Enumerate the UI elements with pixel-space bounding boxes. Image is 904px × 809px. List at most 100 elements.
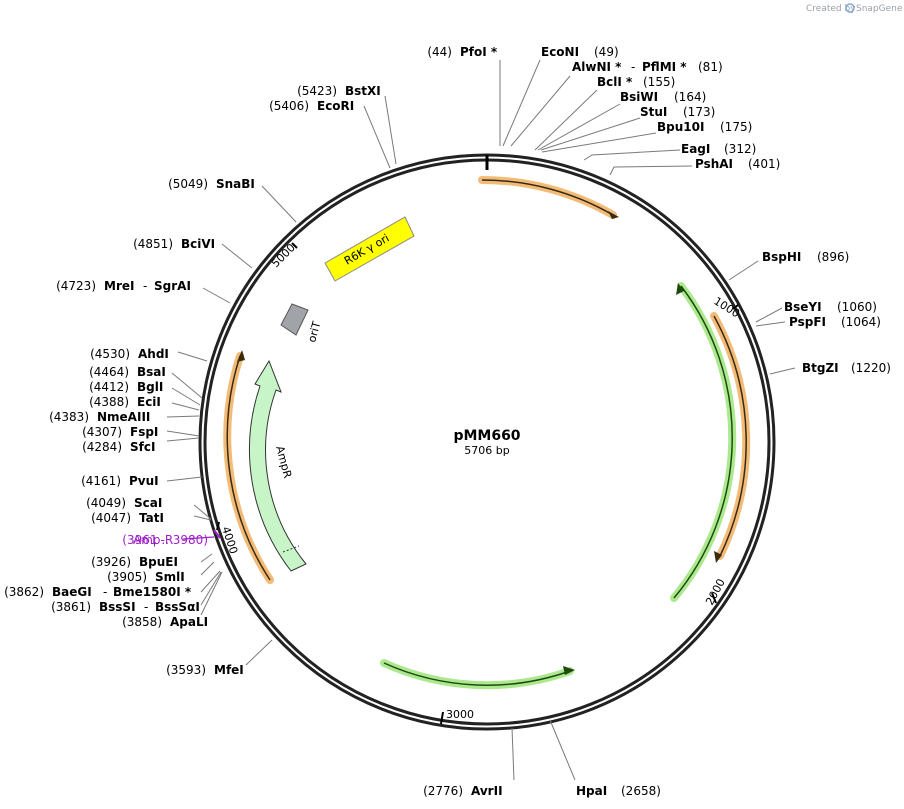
site-mrei-sep: -: [143, 279, 147, 293]
plasmid-length: 5706 bp: [464, 444, 509, 457]
site-alwni-sep: -: [631, 60, 635, 74]
site-bcli-pos: (155): [643, 75, 675, 89]
site-bpu10i-name: Bpu10I: [657, 120, 704, 134]
site-sgrai-name: SgrAI: [154, 279, 191, 293]
site-bgli-pos: (4412): [89, 380, 129, 394]
site-bsiwi-name: BsiWI: [620, 90, 658, 104]
site-mfei-pos: (3593): [166, 663, 206, 677]
credit-brand: SnapGene: [856, 4, 903, 14]
primer-name: Amp-R: [133, 533, 173, 547]
site-snabi-name: SnaBI: [216, 177, 255, 191]
site-econi-name: EcoNI: [541, 45, 579, 59]
site-bme1580i-name: Bme1580I *: [113, 585, 192, 599]
site-smli-name: SmlI: [155, 570, 185, 584]
site-pfoi-name: PfoI *: [460, 45, 498, 59]
orange-feature-top-highlight: [478, 175, 617, 219]
site-bstxi-pos: (5423): [297, 84, 337, 98]
site-bseyi-name: BseYI: [784, 300, 822, 314]
tick-mark-4000: [216, 521, 220, 531]
site-eagi-name: EagI: [681, 142, 710, 156]
site-bsai-pos: (4464): [89, 365, 129, 379]
site-snabi-pos: (5049): [168, 177, 208, 191]
tick-mark-2000: [711, 592, 717, 604]
tick-label-3000: 3000: [446, 708, 474, 721]
orange-feature-top-arrow: [608, 211, 619, 219]
site-bsssi-sep: -: [144, 600, 148, 614]
site-mfei-name: MfeI: [214, 663, 244, 677]
green-feature-bottom-arrow: [563, 666, 575, 675]
site-bsssi-name: BssSI: [99, 600, 136, 614]
site-bsssai-name: BssSαI: [155, 600, 200, 614]
site-fspi-pos: (4307): [82, 425, 122, 439]
credit-prefix: Created by: [806, 4, 856, 14]
orange-feature-right-arrow: [714, 551, 722, 563]
site-nmeaiii-pos: (4383): [49, 410, 89, 424]
primer-range: (3961 .. 3980): [122, 533, 208, 547]
site-eagi-pos: (312): [724, 142, 756, 156]
site-tati-name: TatI: [139, 511, 164, 525]
site-bseyi-pos: (1060): [837, 300, 877, 314]
orange-feature-right: [713, 315, 747, 557]
site-ecii-name: EciI: [137, 395, 161, 409]
orange-feature-left-arrow: [237, 350, 245, 362]
site-bpuei-name: BpuEI: [139, 555, 178, 569]
site-pflmi-name: PflMI *: [642, 60, 687, 74]
r6k-ori-feature: [324, 216, 415, 282]
site-baegi-sep: -: [103, 585, 107, 599]
site-pfoi-pos: (44): [427, 45, 452, 59]
ampr-label: AmpR: [273, 444, 294, 479]
site-ahdi-name: AhdI: [138, 347, 169, 361]
site-mrei-name: MreI: [104, 279, 134, 293]
site-pvui-pos: (4161): [81, 474, 121, 488]
site-bgli-name: BglI: [137, 380, 163, 394]
tick-mark-5000: [291, 242, 298, 249]
orit-label: oriT: [305, 320, 323, 344]
site-pshai-name: PshAI: [695, 157, 733, 171]
site-ecori-pos: (5406): [269, 99, 309, 113]
green-feature-bottom: [383, 662, 571, 686]
site-econi-pos: (49): [594, 45, 619, 59]
snapgene-logo-icon: [845, 3, 855, 13]
site-pvui-name: PvuI: [129, 474, 159, 488]
site-bsai-name: BsaI: [137, 365, 166, 379]
site-btgzi-name: BtgZI: [802, 361, 839, 375]
site-apali-pos: (3858): [122, 615, 162, 629]
site-sfci-pos: (4284): [82, 440, 122, 454]
site-pspfi-pos: (1064): [841, 315, 881, 329]
orit-feature: [280, 303, 309, 336]
site-fspi-name: FspI: [130, 425, 158, 439]
ampr-primer-site-marker: [282, 545, 300, 553]
tick-mark-3000: [440, 711, 444, 725]
site-mrei-pos: (4723): [56, 279, 96, 293]
site-btgzi-pos: (1220): [851, 361, 891, 375]
ampr-feature: [249, 359, 307, 572]
green-feature-right: [673, 285, 733, 599]
site-bsphi-pos: (896): [817, 250, 849, 264]
site-hpai-pos: (2658): [621, 784, 661, 798]
site-stui-name: StuI: [640, 105, 667, 119]
site-avrii-name: AvrII: [471, 784, 503, 798]
site-scai-pos: (4049): [86, 496, 126, 510]
amp-r-primer-leader: [182, 536, 215, 540]
site-baegi-pos: (3862): [4, 585, 44, 599]
site-leader-lines: [166, 59, 796, 781]
site-bstxi-name: BstXI: [345, 84, 381, 98]
site-bcivi-pos: (4851): [133, 237, 173, 251]
tick-mark-1000: [732, 304, 739, 310]
site-nmeaiii-name: NmeAIII: [97, 410, 150, 424]
site-sfci-name: SfcI: [130, 440, 155, 454]
site-bpu10i-pos: (175): [720, 120, 752, 134]
site-ecii-pos: (4388): [89, 395, 129, 409]
site-alwni-name: AlwNI *: [572, 60, 622, 74]
site-stui-pos: (173): [683, 105, 715, 119]
site-ecori-name: EcoRI: [317, 99, 354, 113]
site-hpai-name: HpaI: [576, 784, 607, 798]
amp-r-primer-mark: [213, 529, 221, 539]
site-bsphi-name: BspHI: [762, 250, 801, 264]
site-avrii-pos: (2776): [423, 784, 463, 798]
site-pflmi-pos: (81): [698, 60, 723, 74]
site-pshai-pos: (401): [748, 157, 780, 171]
site-smli-pos: (3905): [107, 570, 147, 584]
